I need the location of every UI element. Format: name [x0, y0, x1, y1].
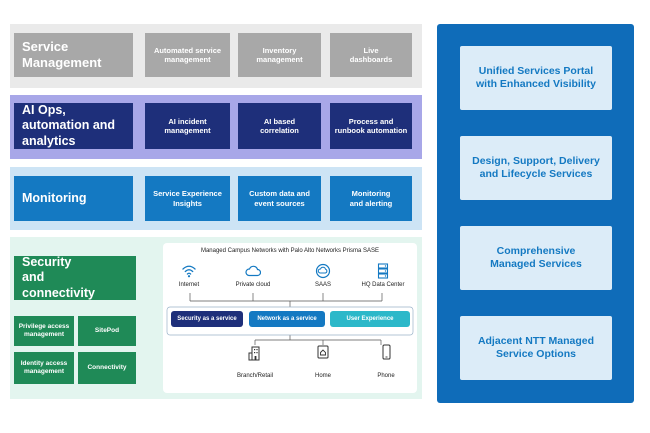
- user-experience-pill: User Experience: [330, 311, 410, 327]
- automated-service-management-box: Automated service management: [145, 33, 230, 77]
- inventory-management-box: Inventory management: [238, 33, 321, 77]
- security-as-a-service-pill: Security as a service: [171, 311, 243, 327]
- saas-label: SAAS: [314, 282, 331, 288]
- security-heading: Security and connectivity: [14, 255, 136, 300]
- adjacent-ntt-managed-services-box: Adjacent NTT Managed Service Options: [460, 316, 612, 380]
- identity-access-management-box: Identity access management: [14, 352, 74, 384]
- custom-data-event-sources-box: Custom data and event sources: [238, 176, 321, 221]
- service-management-heading: Service Management: [14, 33, 133, 77]
- connectivity-box: Connectivity: [78, 352, 136, 384]
- branch-retail-label: Branch/Retail: [236, 373, 274, 379]
- home-label: Home: [314, 373, 331, 379]
- topology-title: Managed Campus Networks with Palo Alto N…: [200, 248, 380, 254]
- monitoring-alerting-box: Monitoring and alerting: [330, 176, 412, 221]
- saas-cloud-icon: [315, 263, 331, 279]
- network-as-a-service-pill: Network as a service: [249, 311, 325, 327]
- wifi-icon: [182, 265, 196, 278]
- private-cloud-label: Private cloud: [235, 282, 271, 288]
- unified-services-portal-box: Unified Services Portal with Enhanced Vi…: [460, 46, 612, 110]
- monitoring-heading: Monitoring: [14, 176, 133, 221]
- server-icon: [377, 263, 389, 279]
- hq-data-center-label: HQ Data Center: [361, 282, 405, 288]
- design-support-delivery-box: Design, Support, Delivery and Lifecycle …: [460, 136, 612, 200]
- phone-icon: [382, 344, 391, 360]
- service-experience-insights-box: Service Experience Insights: [145, 176, 230, 221]
- sitepod-box: SitePod: [78, 316, 136, 346]
- ai-incident-management-box: AI incident management: [145, 103, 230, 149]
- ai-ops-heading: AI Ops, automation and analytics: [14, 103, 133, 149]
- topology-connectors: [166, 293, 414, 345]
- privilege-access-management-box: Privilege access management: [14, 316, 74, 346]
- internet-label: Internet: [178, 282, 200, 288]
- live-dashboards-box: Live dashboards: [330, 33, 412, 77]
- ai-based-correlation-box: AI based correlation: [238, 103, 321, 149]
- process-runbook-automation-box: Process and runbook automation: [330, 103, 412, 149]
- building-icon: [248, 346, 260, 361]
- comprehensive-managed-services-box: Comprehensive Managed Services: [460, 226, 612, 290]
- cloud-icon: [245, 265, 261, 277]
- phone-label: Phone: [377, 373, 395, 379]
- home-device-icon: [317, 345, 329, 359]
